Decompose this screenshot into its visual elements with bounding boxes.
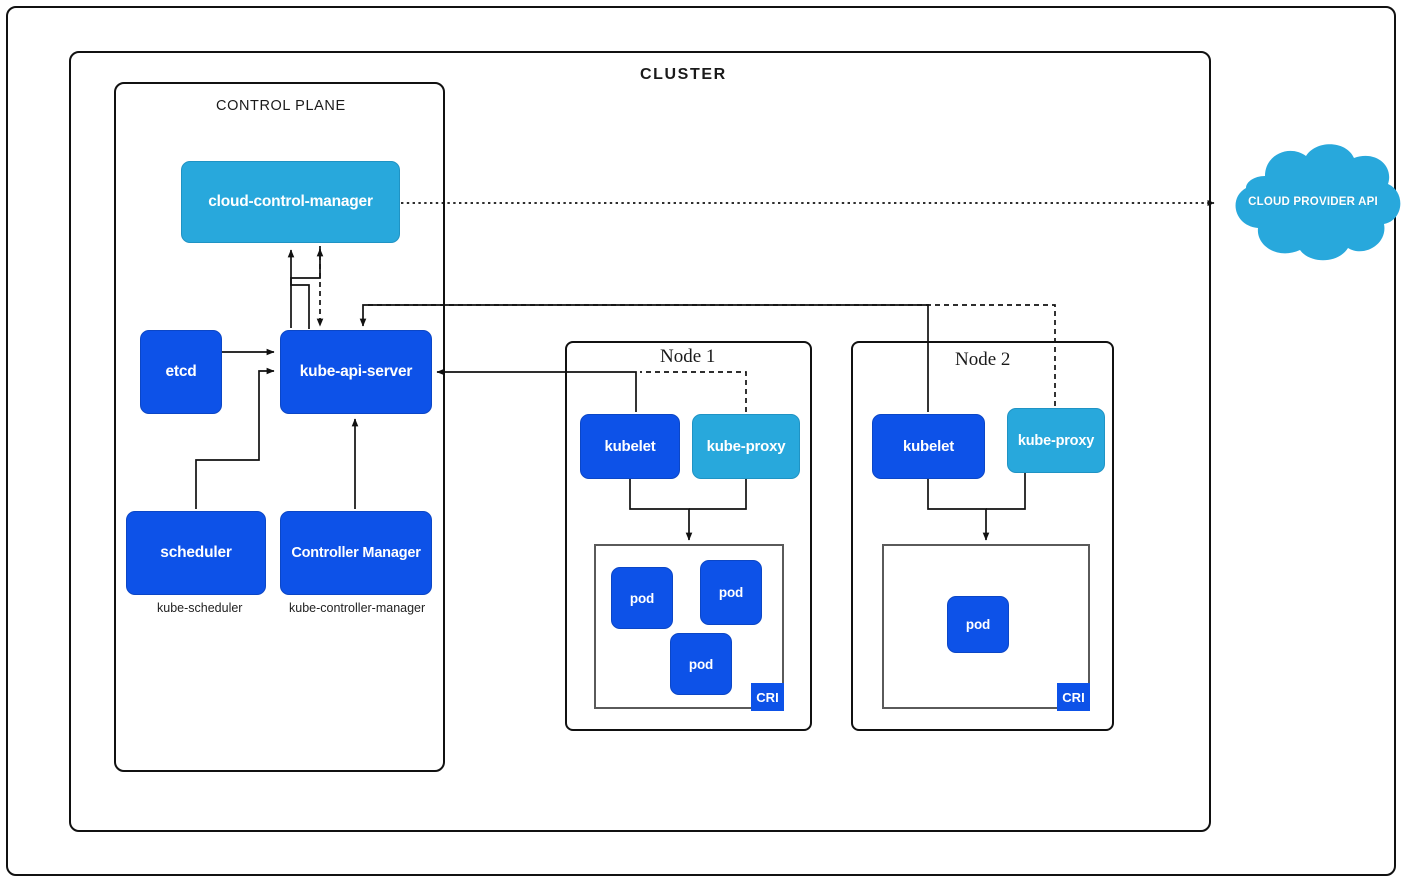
component-label: etcd: [165, 363, 197, 380]
kubelet-label: kubelet: [604, 438, 656, 455]
node-1-pod-1[interactable]: pod: [611, 567, 673, 629]
cloud-provider-api[interactable]: CLOUD PROVIDER API: [1218, 136, 1402, 268]
component-controller-manager[interactable]: Controller Manager: [280, 511, 432, 595]
component-kube-api-server[interactable]: kube-api-server: [280, 330, 432, 414]
cluster-frame: [69, 51, 1211, 832]
cloud-shape-icon: [1235, 144, 1401, 261]
cri-label: CRI: [1062, 689, 1085, 705]
control-plane-title: CONTROL PLANE: [216, 98, 346, 114]
component-label: Controller Manager: [291, 545, 421, 561]
component-etcd[interactable]: etcd: [140, 330, 222, 414]
node-1-cri-badge: CRI: [751, 683, 784, 711]
pod-label: pod: [718, 585, 744, 600]
node-1-kube-proxy[interactable]: kube-proxy: [692, 414, 800, 479]
node-1-kubelet[interactable]: kubelet: [580, 414, 680, 479]
pod-label: pod: [629, 590, 655, 606]
control-plane-frame: [114, 82, 445, 772]
node-2-cri-badge: CRI: [1057, 683, 1090, 711]
pod-label: pod: [688, 656, 714, 672]
node-2-pod-1[interactable]: pod: [947, 596, 1009, 653]
node-1-container-runtime: [594, 544, 784, 709]
kubelet-label: kubelet: [902, 438, 955, 455]
node-2-title: Node 2: [955, 349, 1011, 370]
kube-proxy-label: kube-proxy: [1017, 432, 1095, 449]
node-2-container-runtime: [882, 544, 1090, 709]
cluster-title: CLUSTER: [640, 66, 727, 83]
component-scheduler[interactable]: scheduler: [126, 511, 266, 595]
component-cloud-control-manager[interactable]: cloud-control-manager: [181, 161, 400, 243]
node-1-pod-3[interactable]: pod: [670, 633, 732, 695]
kube-proxy-label: kube-proxy: [706, 438, 786, 455]
component-label: cloud-control-manager: [208, 193, 373, 210]
component-label: kube-api-server: [299, 363, 413, 380]
node-2-kubelet[interactable]: kubelet: [872, 414, 985, 479]
cri-label: CRI: [756, 689, 779, 705]
page-frame: [6, 6, 1396, 876]
scheduler-sublabel: kube-scheduler: [157, 601, 243, 615]
node-2-kube-proxy[interactable]: kube-proxy: [1007, 408, 1105, 473]
controller-manager-sublabel: kube-controller-manager: [289, 601, 426, 615]
cloud-provider-api-label: CLOUD PROVIDER API: [1248, 196, 1378, 208]
node-1-pod-2[interactable]: pod: [700, 560, 762, 625]
component-label: scheduler: [160, 544, 232, 561]
pod-label: pod: [965, 617, 991, 632]
node-1-title: Node 1: [660, 346, 716, 367]
